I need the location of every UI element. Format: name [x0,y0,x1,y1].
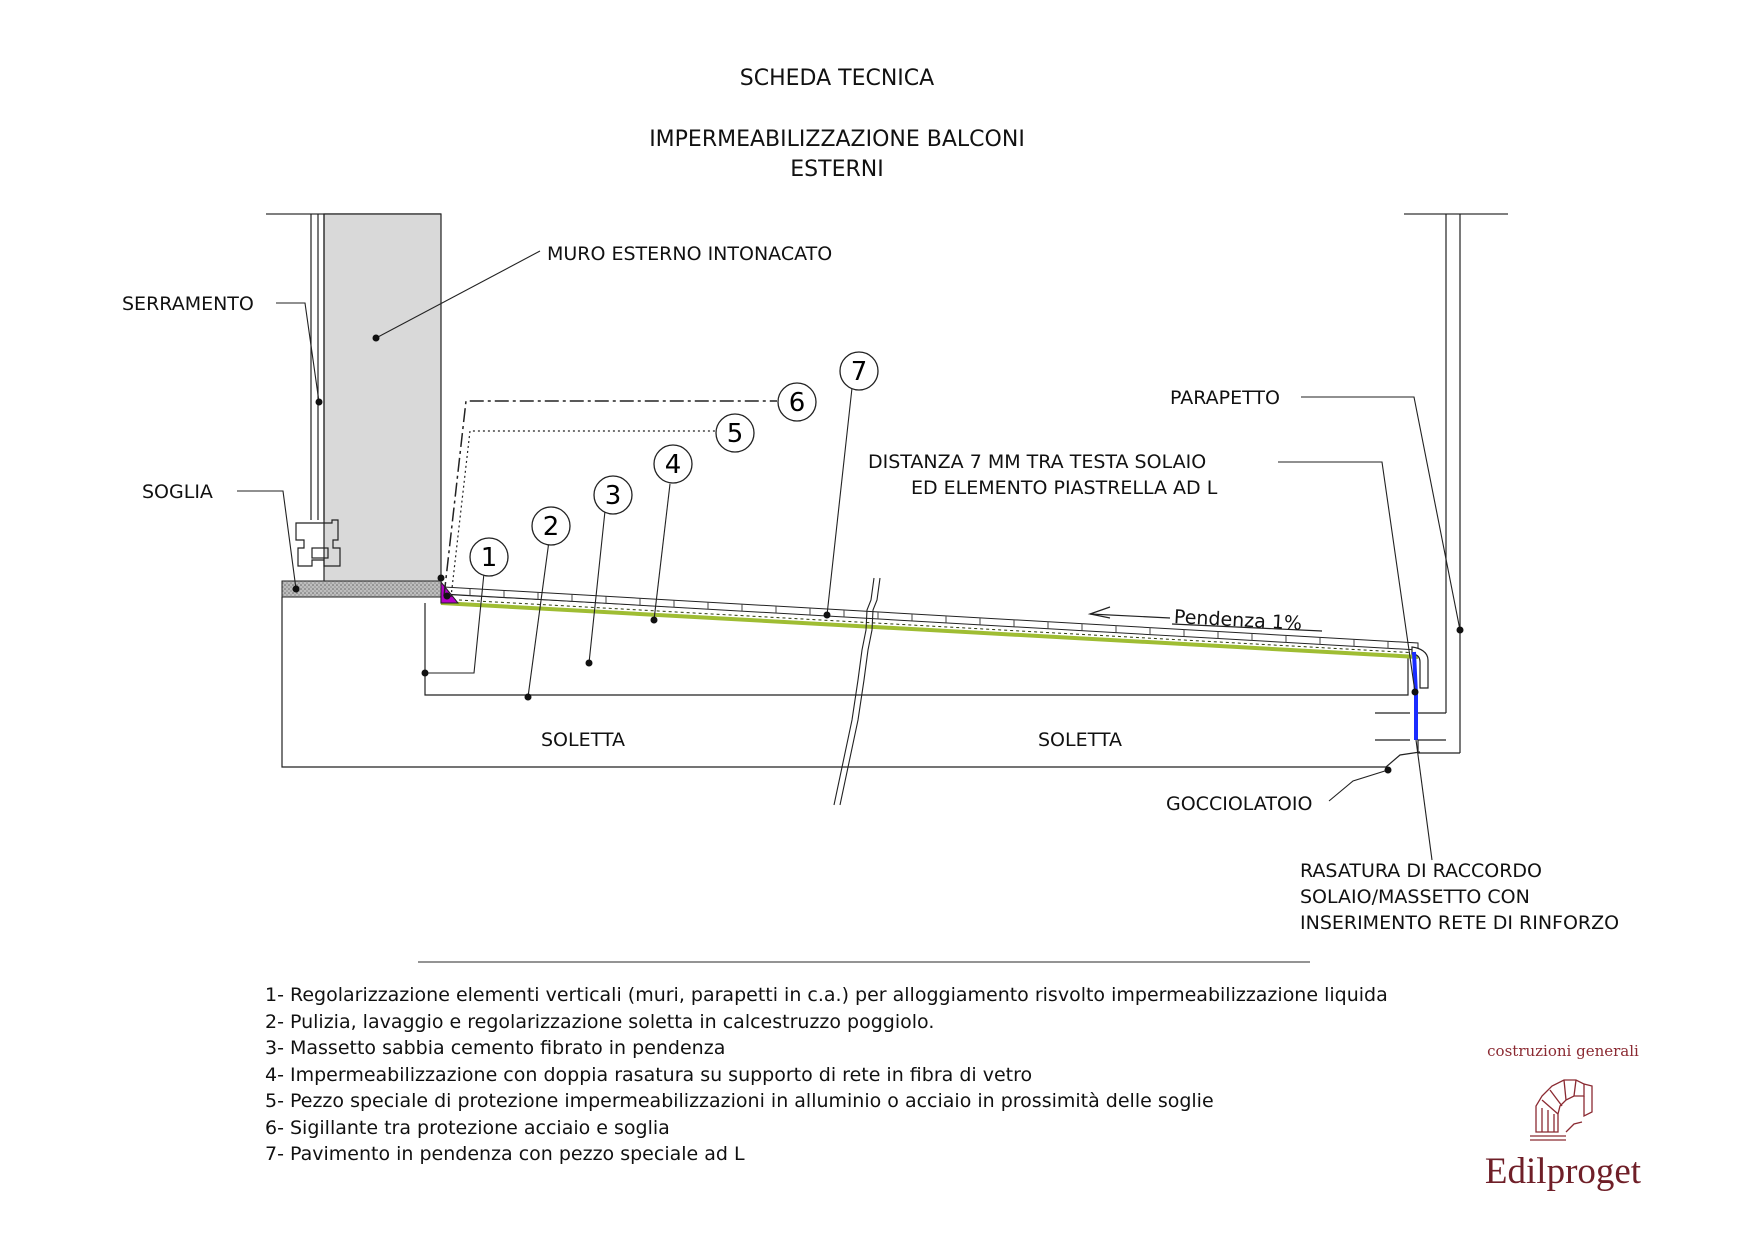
legend: 1- Regolarizzazione elementi verticali (… [265,982,1388,1168]
logo-mark-icon [1530,1079,1593,1141]
protection-line-5 [450,430,715,598]
marker-5: 5 [715,413,755,453]
rasatura-reinforcement [1412,651,1418,740]
page-subtitle-line2: ESTERNI [790,157,884,182]
parapet [1375,214,1461,754]
marker-6: 6 [777,382,817,422]
marker-6-text: 6 [789,388,806,418]
legend-item-6: 6- Sigillante tra protezione acciaio e s… [265,1116,670,1139]
marker-2-text: 2 [543,512,560,542]
marker-5-text: 5 [727,419,744,449]
marker-7-text: 7 [851,357,868,387]
window-frame [295,214,341,567]
label-rasatura-line3: INSERIMENTO RETE DI RINFORZO [1300,912,1620,934]
break-line [833,577,881,806]
marker-4: 4 [653,444,693,484]
marker-3-text: 3 [605,481,622,511]
page-subtitle-line1: IMPERMEABILIZZAZIONE BALCONI [649,127,1025,152]
exterior-wall [323,213,442,584]
label-gocciolatoio: GOCCIOLATOIO [1166,793,1313,815]
logo-tagline: costruzioni generali [1487,1042,1639,1060]
marker-1: 1 [469,537,509,577]
tile-joints [469,588,1389,649]
leader-lines [237,250,1461,861]
label-soglia: SOGLIA [142,481,213,503]
marker-3: 3 [593,475,633,515]
marker-7: 7 [839,351,879,391]
legend-item-7: 7- Pavimento in pendenza con pezzo speci… [265,1143,745,1165]
company-logo: costruzioni generali Edilproget [1468,1042,1658,1212]
legend-item-4: 4- Impermeabilizzazione con doppia rasat… [265,1063,1033,1086]
label-parapetto: PARAPETTO [1170,387,1280,409]
label-serramento: SERRAMENTO [122,293,254,315]
threshold [281,580,442,598]
slab-outline [281,597,1421,768]
label-distanza-line1: DISTANZA 7 MM TRA TESTA SOLAIO [868,451,1207,473]
label-muro: MURO ESTERNO INTONACATO [547,243,833,265]
legend-item-2: 2- Pulizia, lavaggio e regolarizzazione … [265,1010,935,1033]
label-rasatura-line2: SOLAIO/MASSETTO CON [1300,886,1530,908]
logo-name: Edilproget [1484,1151,1642,1192]
leader-dots [292,334,1464,774]
slope-arrow [1087,606,1323,632]
legend-item-3: 3- Massetto sabbia cemento fibrato in pe… [265,1037,726,1059]
label-rasatura-line1: RASATURA DI RACCORDO [1300,860,1542,882]
marker-2: 2 [531,506,571,546]
label-soletta-right: SOLETTA [1038,729,1123,751]
page-title: SCHEDA TECNICA [739,66,935,91]
label-distanza-line2: ED ELEMENTO PIASTRELLA AD L [911,477,1218,499]
legend-item-1: 1- Regolarizzazione elementi verticali (… [265,984,1388,1006]
legend-item-5: 5- Pezzo speciale di protezione impermea… [265,1090,1214,1112]
marker-1-text: 1 [481,543,498,573]
protection-line-6 [443,400,777,597]
marker-4-text: 4 [665,450,682,480]
label-soletta-left: SOLETTA [541,729,626,751]
